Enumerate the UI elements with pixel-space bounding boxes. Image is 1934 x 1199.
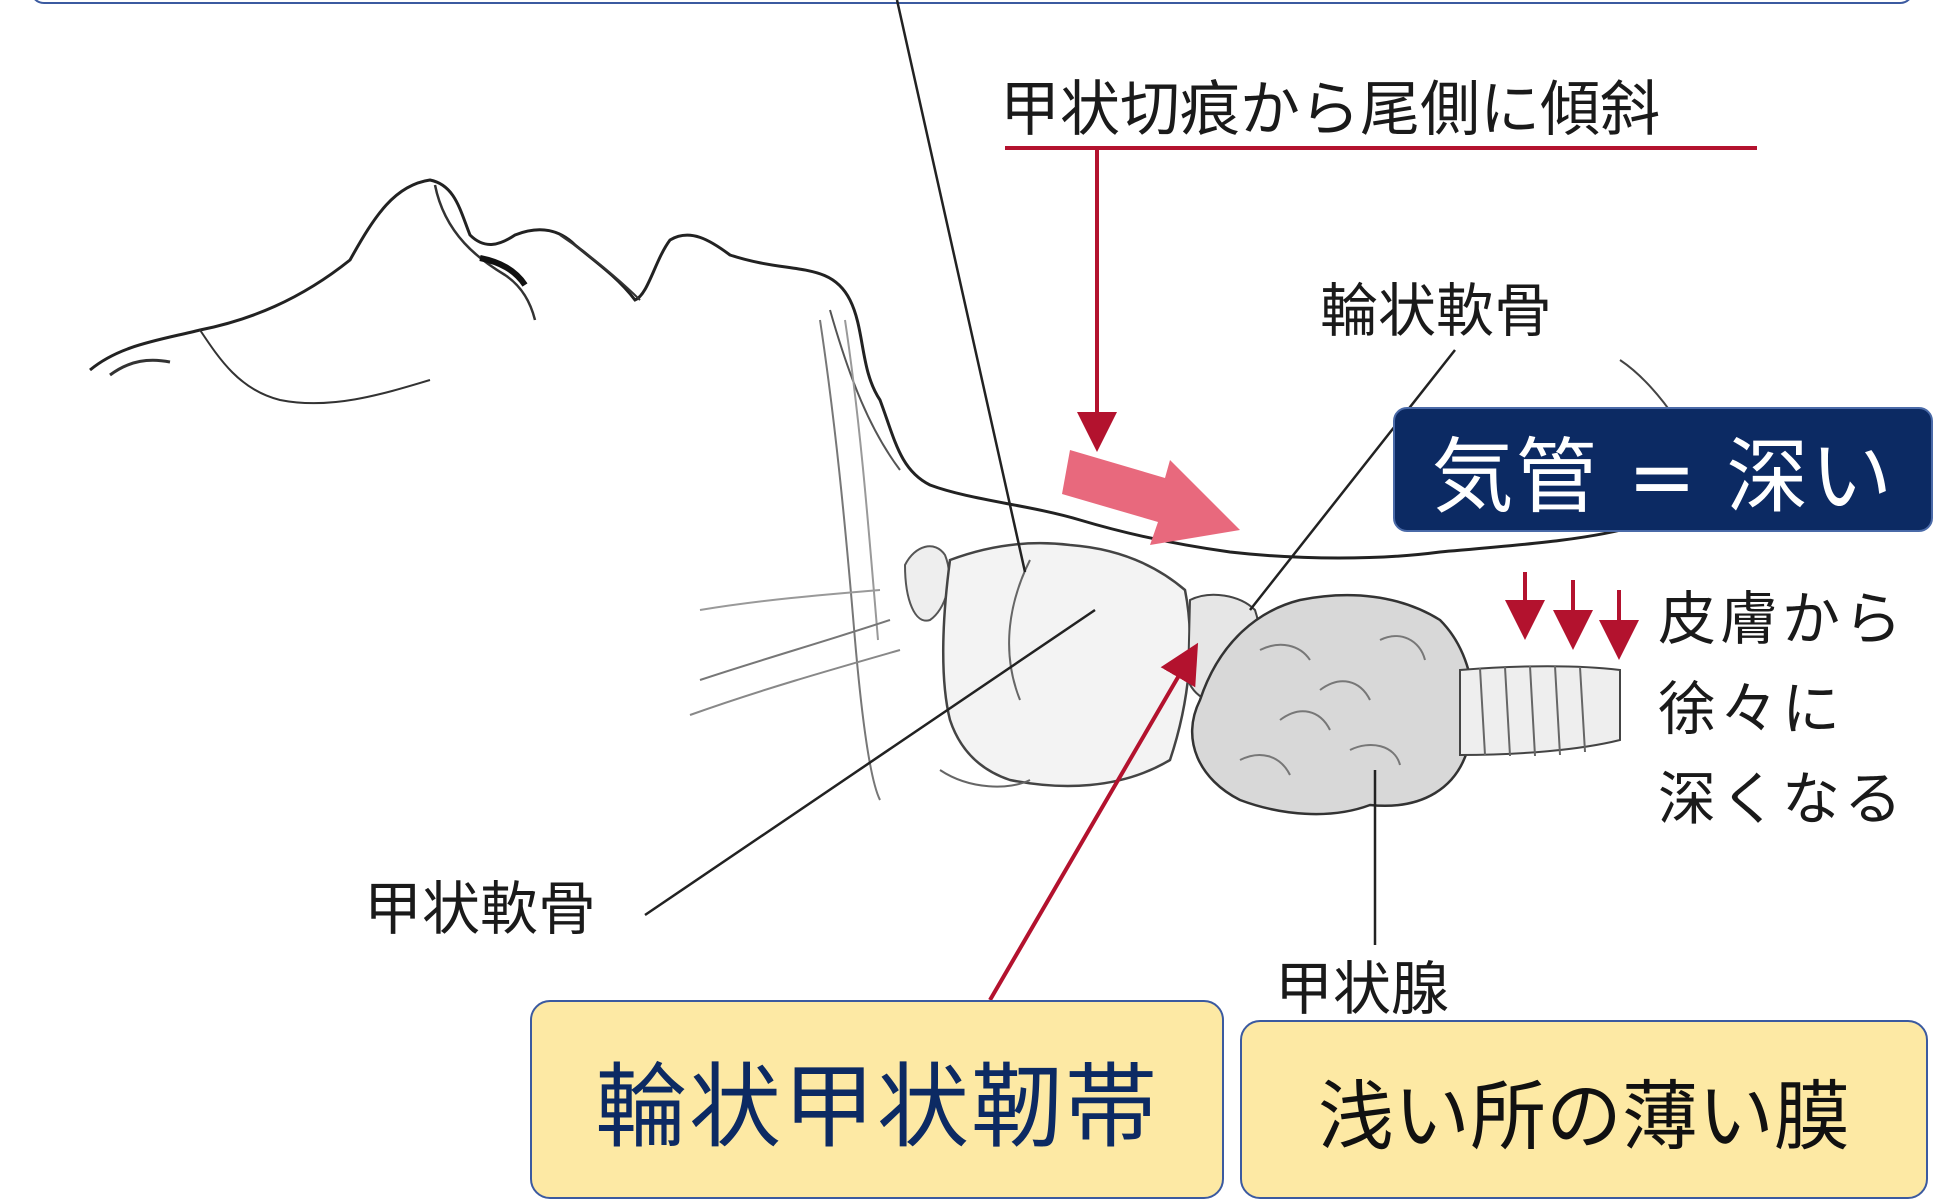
cricothyroid-ligament-box: 輪状甲状靭帯 bbox=[530, 1000, 1224, 1199]
tilt-label: 甲状切痕から尾側に傾斜 bbox=[1000, 80, 1660, 140]
skin-depth-line1: 皮膚から bbox=[1658, 590, 1906, 648]
pink-direction-arrow bbox=[1062, 450, 1240, 545]
thyroid-cartilage-label: 甲状軟骨 bbox=[364, 880, 596, 938]
thyroid-cartilage-shape bbox=[943, 543, 1190, 786]
skin-depth-line2: 徐々に bbox=[1658, 680, 1844, 738]
trachea-deep-box: 気管 = 深い bbox=[1393, 407, 1933, 532]
skin-depth-line3: 深くなる bbox=[1658, 770, 1906, 828]
trachea-deep-text: 気管 = 深い bbox=[1432, 410, 1895, 529]
thyroid-gland-label: 甲状腺 bbox=[1275, 960, 1449, 1018]
cricothyroid-ligament-text: 輪状甲状靭帯 bbox=[595, 1033, 1159, 1166]
cricoid-cartilage-label: 輪状軟骨 bbox=[1320, 282, 1552, 340]
thin-membrane-text: 浅い所の薄い膜 bbox=[1318, 1055, 1850, 1165]
thin-membrane-box: 浅い所の薄い膜 bbox=[1240, 1020, 1928, 1199]
